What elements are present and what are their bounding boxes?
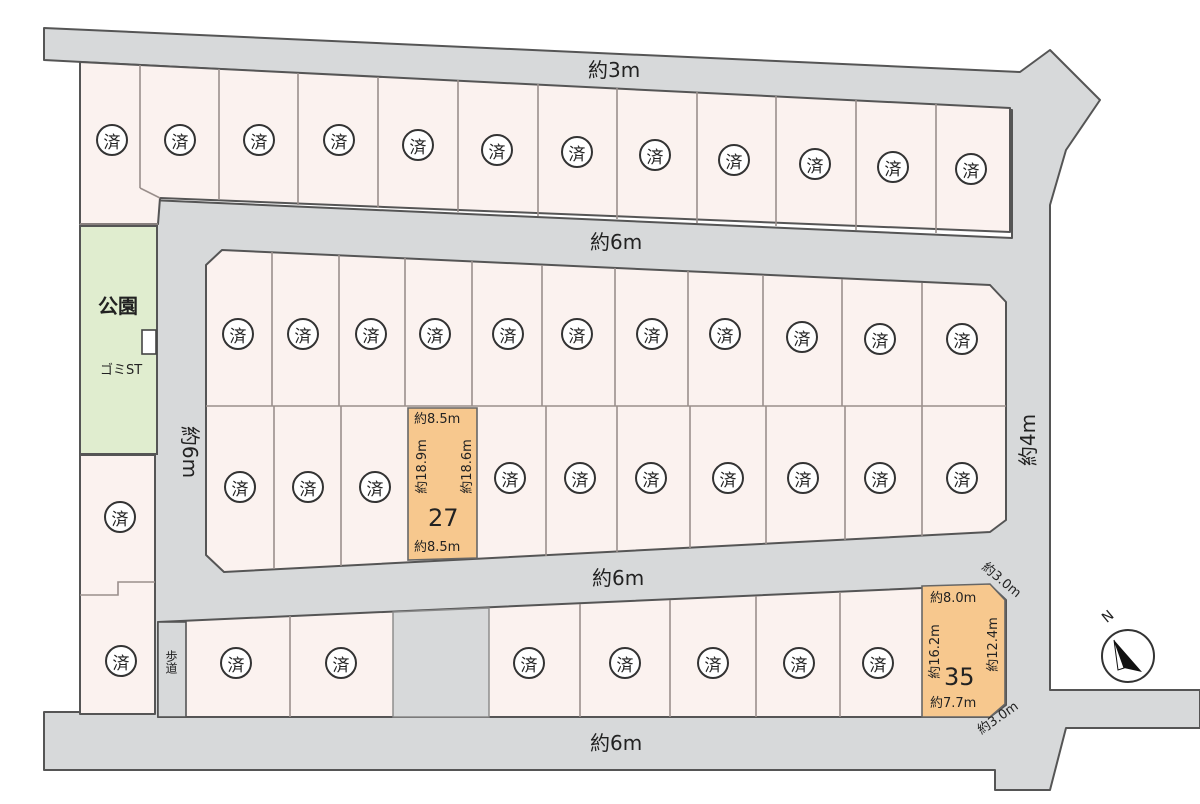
sold-lot-mark[interactable]: 済 <box>564 462 596 494</box>
road-label-middle-upper: 約6m <box>590 230 643 254</box>
sold-lot-mark[interactable]: 済 <box>492 318 524 350</box>
sold-lot-mark[interactable]: 済 <box>718 144 750 176</box>
sold-lot-mark[interactable]: 済 <box>419 318 451 350</box>
lot-35-left-dim[interactable]: 約16.2m <box>927 624 943 679</box>
sold-lot-mark[interactable]: 済 <box>864 462 896 494</box>
sold-lot-mark[interactable]: 済 <box>292 471 324 503</box>
sold-lot-mark[interactable]: 済 <box>783 647 815 679</box>
lot-27-left-dim[interactable]: 約18.9m <box>414 439 430 494</box>
sold-lot-mark[interactable]: 済 <box>946 462 978 494</box>
sold-lot-mark[interactable]: 済 <box>786 321 818 353</box>
garbage-station-label: ゴミST <box>100 363 143 378</box>
south-block-dividers <box>289 592 841 717</box>
west-block-dividers <box>80 581 155 596</box>
park-label: 公園 <box>98 294 138 318</box>
sold-lot-mark[interactable]: 済 <box>877 151 909 183</box>
lot-27-shape <box>407 407 478 561</box>
sold-lot-mark[interactable]: 済 <box>864 323 896 355</box>
sold-lot-mark[interactable]: 済 <box>636 318 668 350</box>
sold-lot-mark[interactable]: 済 <box>96 124 128 156</box>
lot-27-right-dim[interactable]: 約18.6m <box>459 439 475 494</box>
road-label-south: 約6m <box>590 731 643 755</box>
sold-lot-mark[interactable]: 済 <box>712 462 744 494</box>
road-label-east: 約4m <box>1016 413 1041 467</box>
garbage-station-box <box>141 329 157 355</box>
sold-lot-mark[interactable]: 済 <box>287 318 319 350</box>
sold-lot-mark[interactable]: 済 <box>513 647 545 679</box>
north-block-dividers <box>80 65 937 233</box>
sold-lot-mark[interactable]: 済 <box>164 124 196 156</box>
sold-lot-mark[interactable]: 済 <box>224 471 256 503</box>
sold-lot-mark[interactable]: 済 <box>709 318 741 350</box>
sold-lot-mark[interactable]: 済 <box>561 318 593 350</box>
lot-35-number[interactable]: 35 <box>944 663 975 691</box>
sold-lot-mark[interactable]: 済 <box>402 129 434 161</box>
lot-27-top-dim[interactable]: 約8.5m <box>414 412 461 427</box>
sold-lot-mark[interactable]: 済 <box>355 318 387 350</box>
lot-35-right-dim[interactable]: 約12.4m <box>985 617 1001 672</box>
sold-lot-mark[interactable]: 済 <box>105 645 137 677</box>
sold-lot-mark[interactable]: 済 <box>220 647 252 679</box>
sold-lot-mark[interactable]: 済 <box>222 318 254 350</box>
sidewalk-label: 歩道 <box>164 650 178 674</box>
sold-lot-mark[interactable]: 済 <box>862 647 894 679</box>
lot-35-top-dim[interactable]: 約8.0m <box>930 591 977 606</box>
sold-lot-mark[interactable]: 済 <box>609 647 641 679</box>
sidewalk-strip <box>157 621 187 718</box>
lot-35-shape <box>921 583 1006 718</box>
sold-lot-mark[interactable]: 済 <box>104 501 136 533</box>
sold-lot-mark[interactable]: 済 <box>359 471 391 503</box>
sold-lot-mark[interactable]: 済 <box>787 462 819 494</box>
lot-grey <box>392 607 490 718</box>
sold-lot-mark[interactable]: 済 <box>561 136 593 168</box>
sold-lot-mark[interactable]: 済 <box>494 462 526 494</box>
sold-lot-mark[interactable]: 済 <box>635 462 667 494</box>
sold-lot-mark[interactable]: 済 <box>325 647 357 679</box>
sold-lot-mark[interactable]: 済 <box>955 153 987 185</box>
block-central <box>205 249 1007 573</box>
sold-lot-mark[interactable]: 済 <box>481 134 513 166</box>
lot-35-bottom-dim[interactable]: 約7.7m <box>930 696 977 711</box>
road-label-west: 約6m <box>178 425 203 479</box>
sold-lot-mark[interactable]: 済 <box>799 148 831 180</box>
north-arrow-icon <box>1101 629 1155 683</box>
sold-lot-mark[interactable]: 済 <box>697 647 729 679</box>
sold-lot-mark[interactable]: 済 <box>323 124 355 156</box>
sold-lot-mark[interactable]: 済 <box>243 124 275 156</box>
sold-lot-mark[interactable]: 済 <box>639 139 671 171</box>
central-block-dividers <box>206 252 1006 569</box>
lot-27-bottom-dim[interactable]: 約8.5m <box>414 540 461 555</box>
road-label-middle-lower: 約6m <box>592 566 645 590</box>
road-label-north: 約3m <box>588 58 641 82</box>
sold-lot-mark[interactable]: 済 <box>946 323 978 355</box>
lot-27-number[interactable]: 27 <box>428 504 459 532</box>
